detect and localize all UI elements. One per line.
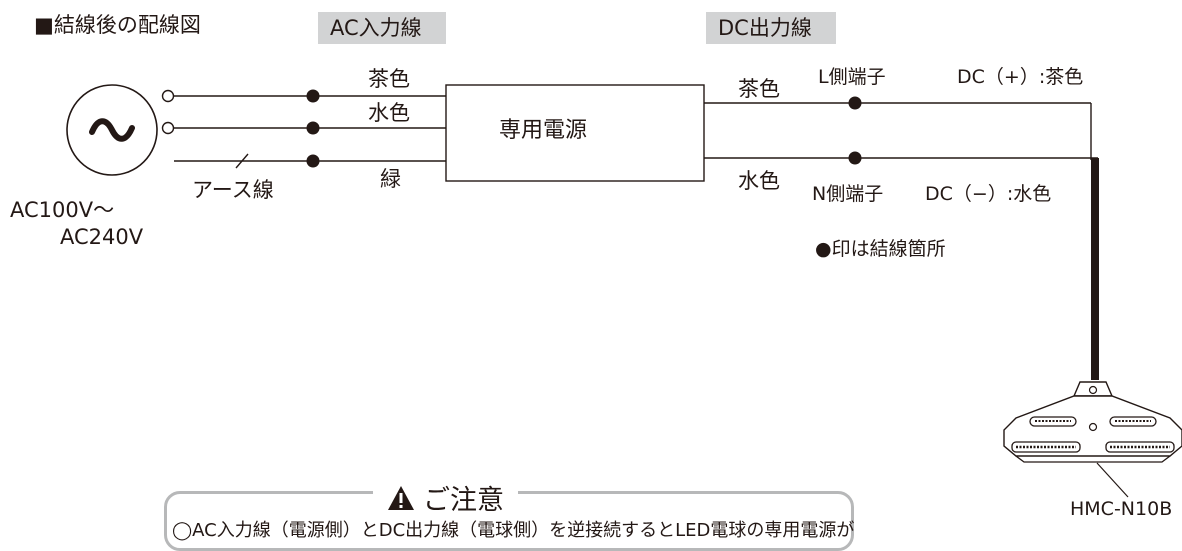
junction-legend: ●印は結線箇所 bbox=[815, 238, 946, 260]
lamp-illustration bbox=[1003, 381, 1182, 463]
n-terminal-label: N側端子 bbox=[812, 183, 884, 205]
dc-junction-1 bbox=[848, 96, 862, 110]
ground-wire-label: アース線 bbox=[192, 178, 274, 202]
dc-plus-label: DC（+）:茶色 bbox=[957, 66, 1084, 88]
ac-junction-1 bbox=[306, 89, 320, 103]
voltage-label-1: AC100V〜 bbox=[10, 198, 115, 222]
power-supply-box bbox=[445, 84, 705, 182]
dc-brown-label: 茶色 bbox=[738, 77, 780, 101]
l-terminal-label: L側端子 bbox=[818, 66, 886, 88]
dc-junction-2 bbox=[848, 151, 862, 165]
model-label: HMC-N10B bbox=[1070, 498, 1173, 520]
model-leader bbox=[1096, 462, 1129, 498]
ac-brown-label: 茶色 bbox=[368, 67, 410, 91]
ac-source-circle bbox=[66, 84, 158, 176]
caution-text: ◯AC入力線（電源側）とDC出力線（電球側）を逆接続するとLED電球の専用電源が bbox=[172, 520, 855, 541]
dc-output-header-band bbox=[706, 12, 836, 44]
voltage-label-2: AC240V bbox=[60, 225, 144, 249]
dc-output-header: DC出力線 bbox=[718, 16, 812, 40]
ac-input-header: AC入力線 bbox=[330, 16, 422, 40]
ac-green-label: 緑 bbox=[380, 167, 401, 191]
warning-icon bbox=[388, 485, 414, 510]
ac-lightblue-label: 水色 bbox=[368, 101, 410, 125]
pendant-cord bbox=[1091, 158, 1099, 380]
ac-terminal-1 bbox=[161, 89, 175, 103]
ac-input-header-band bbox=[318, 12, 446, 44]
caution-title-text: ご注意 bbox=[423, 485, 504, 516]
dc-minus-label: DC（−）:水色 bbox=[925, 183, 1052, 205]
ac-junction-3 bbox=[306, 154, 320, 168]
ground-leader bbox=[235, 153, 249, 169]
ac-terminal-2 bbox=[161, 121, 175, 135]
dc-lightblue-label: 水色 bbox=[738, 169, 780, 193]
wiring-diagram bbox=[66, 84, 1182, 498]
ac-junction-2 bbox=[306, 121, 320, 135]
caution-title: ご注意 bbox=[373, 478, 518, 517]
power-supply-label: 専用電源 bbox=[499, 118, 588, 143]
diagram-title: ■結線後の配線図 bbox=[34, 13, 201, 37]
ac-wave-symbol bbox=[89, 118, 135, 142]
